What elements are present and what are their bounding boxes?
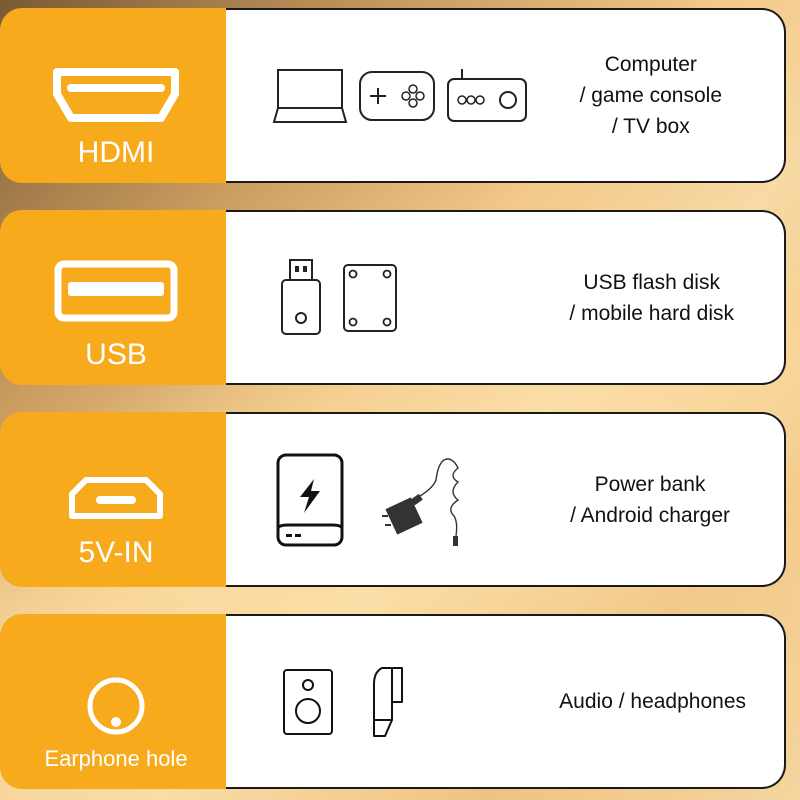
description-line: / TV box: [611, 115, 690, 138]
port-label: 5V-IN: [78, 536, 154, 569]
power-info: Power bank / Android charger: [226, 412, 786, 587]
usb-info: USB flash disk / mobile hard disk: [226, 210, 786, 385]
description-line: / mobile hard disk: [569, 301, 734, 325]
description-line: USB flash disk: [583, 270, 720, 294]
power-description: Power bank / Android charger: [570, 414, 730, 585]
port-label: USB: [85, 338, 147, 371]
game-console-icon: [447, 68, 527, 122]
usb-flash-drive-icon: [281, 258, 321, 335]
port-label: HDMI: [77, 136, 155, 169]
audio-card: Earphone hole Audio / headphones: [0, 614, 786, 789]
audio-panel: Earphone hole: [0, 614, 232, 789]
hdmi-info: Computer / game console / TV box: [226, 8, 786, 183]
hdmi-panel: HDMI: [0, 8, 232, 183]
gamepad-icon: [359, 70, 435, 121]
speaker-icon: [283, 668, 333, 735]
laptop-icon: [272, 68, 348, 123]
usb-panel: USB: [0, 210, 232, 385]
description-line: Computer: [604, 53, 697, 76]
port-label: Earphone hole: [44, 746, 188, 771]
power-card: 5V-IN Power bank / Android charger: [0, 412, 786, 587]
hdmi-port-icon: [0, 66, 232, 126]
hard-disk-icon: [343, 263, 397, 332]
description-line: / game console: [579, 84, 722, 107]
audio-jack-icon: [0, 674, 232, 738]
description-line: / Android charger: [570, 503, 730, 527]
hdmi-description: Computer / game console / TV box: [580, 10, 722, 181]
usb-port-icon: [0, 260, 232, 322]
usb-card: USB USB flash disk / mobile hard disk: [0, 210, 786, 385]
usb-description: USB flash disk / mobile hard disk: [569, 212, 734, 383]
description-line: Audio / headphones: [559, 690, 746, 713]
power-bank-icon: [276, 453, 344, 546]
earphone-icon: [373, 666, 403, 737]
audio-info: Audio / headphones: [226, 614, 786, 789]
description-line: Power bank: [594, 472, 706, 496]
audio-description: Audio / headphones: [559, 616, 746, 787]
hdmi-card: HDMI Computer / game console / TV box: [0, 8, 786, 183]
charger-icon: [382, 457, 460, 546]
power-panel: 5V-IN: [0, 412, 232, 587]
micro-usb-port-icon: [0, 476, 232, 520]
